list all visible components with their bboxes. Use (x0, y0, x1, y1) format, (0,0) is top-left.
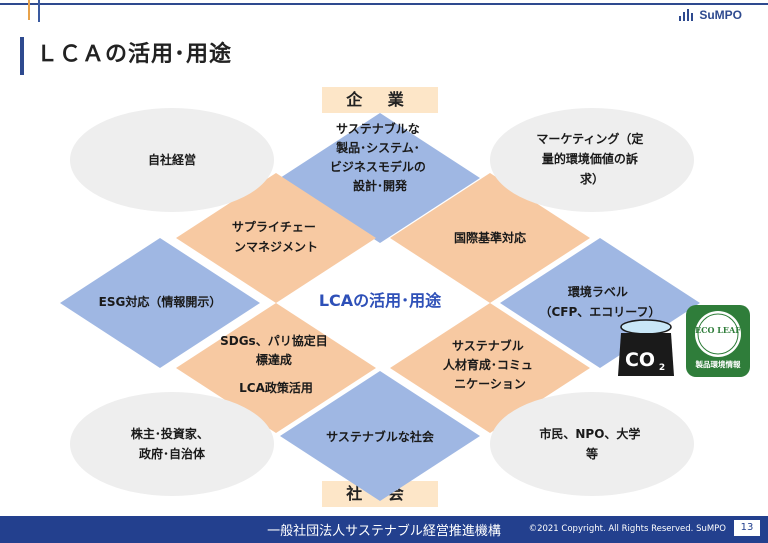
ecoleaf-icon: ECO LEAF 製品環境情報 (686, 305, 750, 377)
logo-bars-icon (679, 9, 694, 21)
investors-line-1: 株主･投資家、 (131, 426, 209, 441)
ellipse-marketing (490, 108, 694, 212)
svg-text:ESG対応（情報開示）: ESG対応（情報開示） (99, 294, 222, 309)
human-resources-line-3: ニケーション (454, 377, 526, 391)
diamond-sustainable-society (280, 371, 480, 501)
top-diamond-line-4: 設計･開発 (353, 178, 408, 193)
ecoleaf-label: ECO LEAF (695, 325, 741, 335)
accent-bar-orange (28, 0, 30, 20)
ellipse-citizens (490, 392, 694, 496)
environmental-label-line-1: 環境ラベル (568, 284, 628, 299)
citizens-line-1: 市民、NPO、大学 (539, 426, 640, 441)
svg-text:国際基準対応: 国際基準対応 (454, 230, 526, 245)
svg-text:サステナブルな社会: サステナブルな社会 (326, 429, 435, 444)
supply-chain-line-2: ンマネジメント (234, 240, 318, 254)
ellipse-own-management (70, 108, 274, 212)
esg-label: ESG対応（情報開示） (99, 294, 222, 309)
footer-copyright: ©2021 Copyright. All Rights Reserved. Su… (528, 524, 726, 534)
svg-text:株主･投資家、 政府･自治体: 株主･投資家、 政府･自治体 (131, 426, 213, 461)
page-title: ＬＣＡの活用･用途 (36, 42, 233, 67)
top-diamond-line-1: サステナブルな (336, 121, 420, 136)
supply-chain-line-1: サプライチェー (232, 219, 316, 234)
ellipse-investors (70, 392, 274, 496)
diamond-esg (60, 238, 260, 368)
sumpo-logo: SuMPO (679, 8, 742, 22)
top-rule (0, 3, 768, 5)
lca-diagram: サステナブルな 製品･システム･ ビジネスモデルの 設計･開発 サプライチェー … (60, 108, 750, 501)
footer-bar (0, 516, 768, 543)
footer-organization: 一般社団法人サステナブル経営推進機構 (267, 524, 501, 539)
top-diamond-line-3: ビジネスモデルの (330, 159, 426, 174)
svg-text:SDGs、パリ協定目 標達成 LCA政策活用: SDGs、パリ協定目 標達成 LCA政策活用 (220, 333, 332, 395)
environmental-label-line-2: （CFP、エコリーフ） (539, 304, 660, 319)
svg-text:市民、NPO、大学 等: 市民、NPO、大学 等 (539, 426, 644, 461)
logo-text: SuMPO (699, 8, 742, 22)
sdgs-line-2: 標達成 (256, 352, 292, 367)
sustainable-society-label: サステナブルな社会 (326, 429, 435, 444)
investors-line-2: 政府･自治体 (139, 446, 206, 461)
human-resources-line-2: 人材育成･コミュ (443, 357, 533, 372)
ecoleaf-caption: 製品環境情報 (695, 359, 741, 369)
international-standards-label: 国際基準対応 (454, 230, 526, 245)
enterprise-tag: 企 業 (322, 87, 438, 113)
svg-text:サステナブル 人材育成･コミュ ニケーション: サステナブル 人材育成･コミュ ニケーション (443, 338, 537, 391)
diamond-international-standards (390, 173, 590, 303)
title-accent-bar (20, 37, 24, 75)
marketing-line-2: 量的環境価値の訴 (542, 151, 638, 166)
page-number: 13 (734, 520, 760, 536)
sdgs-line-1: SDGs、パリ協定目 (220, 333, 328, 348)
svg-text:サプライチェー ンマネジメント: サプライチェー ンマネジメント (232, 219, 320, 254)
marketing-line-1: マーケティング（定 (536, 131, 643, 146)
diamond-supply-chain (176, 173, 376, 303)
human-resources-line-1: サステナブル (452, 338, 524, 353)
co2-icon: CO 2 (618, 319, 674, 376)
lca-policy-label: LCA政策活用 (239, 380, 313, 395)
svg-text:環境ラベル （CFP、エコリーフ）: 環境ラベル （CFP、エコリーフ） (539, 284, 660, 319)
top-diamond-line-2: 製品･システム･ (335, 140, 420, 155)
co2-label: CO (625, 349, 655, 371)
co2-subscript: 2 (659, 363, 665, 373)
marketing-line-3: 求） (580, 171, 604, 186)
accent-bar-blue (38, 0, 40, 22)
svg-text:サステナブルな 製品･システム･ ビジネスモ: サステナブルな 製品･システム･ ビジネスモデルの 設計･開発 (330, 121, 430, 193)
own-management-label: 自社経営 (148, 152, 196, 167)
svg-text:マーケティング（定 量的環境価値の訴 求）: マーケティング（定 量的環境価値の訴 求） (536, 131, 647, 186)
citizens-line-2: 等 (585, 446, 598, 461)
svg-text:自社経営: 自社経営 (148, 152, 196, 167)
center-label: LCAの活用･用途 (319, 291, 442, 310)
